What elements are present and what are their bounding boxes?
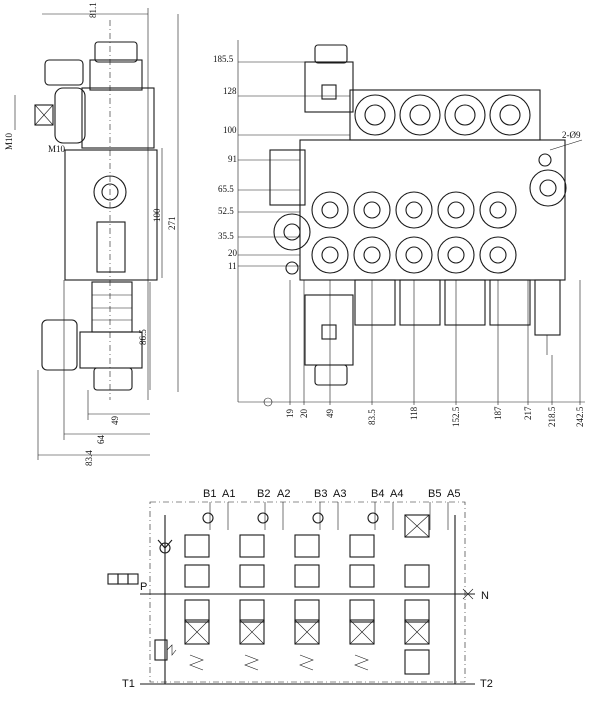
side-coil-body (54, 87, 86, 144)
front-relief-valve (534, 279, 561, 336)
hole-callout: 2-Ø9 (562, 130, 581, 140)
svg-text:A2: A2 (277, 488, 290, 500)
pilot-symbol (127, 573, 139, 585)
front-spool-2 (399, 279, 441, 326)
dim-top-width: 81.1 (88, 2, 98, 18)
svg-text:91: 91 (228, 154, 237, 164)
front-right-port (529, 169, 567, 207)
port-p: P (140, 581, 147, 593)
svg-text:B2: B2 (257, 488, 270, 500)
front-left-port (273, 213, 311, 251)
svg-text:187: 187 (493, 406, 503, 420)
svg-text:118: 118 (409, 406, 419, 420)
svg-text:B5: B5 (428, 488, 441, 500)
svg-text:83.5: 83.5 (367, 409, 377, 425)
dim-thread-b: M10 (48, 144, 66, 154)
svg-text:20: 20 (299, 409, 309, 419)
port-n: N (481, 590, 489, 602)
svg-text:52.5: 52.5 (218, 206, 234, 216)
dim-thread-a: M10 (4, 132, 14, 150)
svg-text:65.5: 65.5 (218, 184, 234, 194)
side-lower-valve (91, 281, 133, 333)
side-connector (34, 104, 54, 126)
front-mount-hole (538, 153, 552, 167)
hydraulic-schematic: B1 A1 B2 A2 B3 A3 B4 A4 B5 A5 P N T1 T2 (107, 488, 493, 690)
front-left-block (269, 149, 306, 206)
side-main-body (64, 149, 158, 281)
svg-text:152.5: 152.5 (451, 406, 461, 427)
front-left-dims: 185.5 128 100 91 65.5 52.5 35.5 20 11 (213, 54, 238, 271)
svg-text:19: 19 (285, 409, 295, 419)
front-top-knob (314, 44, 348, 64)
dim-width-b: 64 (96, 435, 106, 445)
side-top-knob (94, 41, 138, 63)
front-top-ports (354, 94, 531, 136)
svg-text:217: 217 (523, 406, 533, 420)
svg-text:185.5: 185.5 (213, 54, 234, 64)
front-top-coil (304, 61, 354, 113)
side-upper-body (81, 87, 155, 149)
svg-text:35.5: 35.5 (218, 231, 234, 241)
svg-text:B1: B1 (203, 488, 216, 500)
side-bottom-coil (41, 319, 78, 371)
valve-section-4 (349, 502, 394, 671)
svg-text:20: 20 (228, 248, 238, 258)
front-port-grid (311, 191, 517, 274)
front-bottom-connector (321, 324, 337, 340)
front-bottom-dims: 19 20 49 83.5 118 152.5 187 217 218.5 24… (285, 406, 585, 427)
svg-text:11: 11 (228, 261, 237, 271)
front-spool-1 (354, 279, 396, 326)
front-spool-4 (489, 279, 531, 326)
svg-text:242.5: 242.5 (575, 406, 585, 427)
svg-text:A3: A3 (333, 488, 346, 500)
front-mount-hole-2 (285, 261, 299, 275)
front-view: 185.5 128 100 91 65.5 52.5 35.5 20 11 19… (213, 40, 585, 427)
side-view: 81.1 271 100 86.5 M10 M10 49 64 83.4 (4, 2, 179, 466)
dim-width-total: 83.4 (84, 450, 94, 466)
check-valve-icon (159, 542, 171, 554)
side-spool (96, 221, 126, 273)
svg-text:A4: A4 (390, 488, 403, 500)
svg-text:218.5: 218.5 (547, 406, 557, 427)
svg-text:100: 100 (223, 125, 237, 135)
svg-text:B4: B4 (371, 488, 384, 500)
schematic-frame (149, 501, 466, 683)
port-labels-top: B1 A1 B2 A2 B3 A3 B4 A4 B5 A5 (203, 488, 460, 500)
port-t1: T1 (122, 678, 135, 690)
svg-text:A5: A5 (447, 488, 460, 500)
valve-section-2 (239, 502, 284, 671)
dim-height-mid: 100 (152, 208, 162, 222)
side-coil (44, 59, 84, 86)
front-bottom-coil (304, 294, 354, 366)
side-port-inner (101, 183, 119, 201)
svg-text:49: 49 (325, 409, 335, 419)
valve-section-3 (294, 502, 339, 671)
valve-section-5 (404, 502, 449, 675)
side-bottom-knob (93, 367, 133, 391)
valve-section-1 (184, 502, 229, 671)
svg-text:128: 128 (223, 86, 237, 96)
svg-text:B3: B3 (314, 488, 327, 500)
port-t2: T2 (480, 678, 493, 690)
front-spool-3 (444, 279, 486, 326)
dim-height-low: 86.5 (138, 329, 148, 345)
front-top-connector (321, 84, 337, 100)
side-bottom-block (79, 331, 143, 369)
dim-height-total: 271 (167, 217, 177, 231)
dim-width-a: 49 (110, 416, 120, 426)
front-bottom-knob (314, 364, 348, 386)
svg-text:A1: A1 (222, 488, 235, 500)
side-solenoid-top (89, 59, 143, 91)
